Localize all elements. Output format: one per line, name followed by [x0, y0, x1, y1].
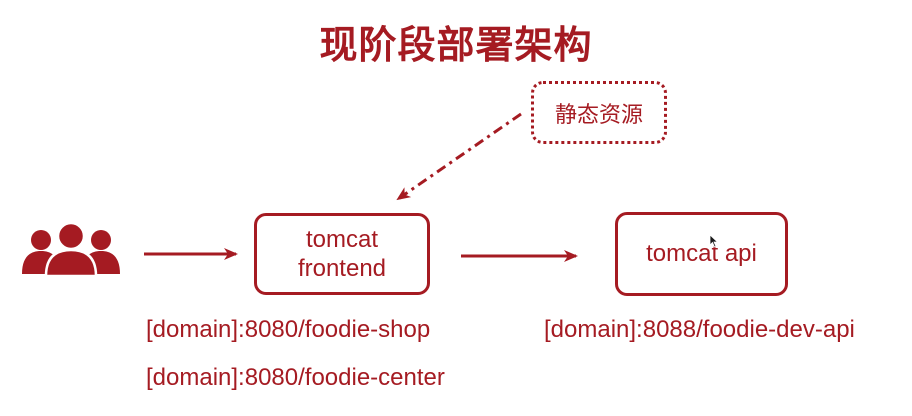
tomcat-frontend-node: tomcat frontend: [254, 213, 430, 295]
api-label: tomcat api: [646, 240, 757, 267]
users-group-icon: [22, 222, 120, 276]
frontend-label-line2: frontend: [297, 255, 387, 282]
frontend-center-url: [domain]:8080/foodie-center: [146, 364, 445, 391]
frontend-label-line1: tomcat: [305, 226, 379, 253]
arrow-static-to-frontend: [396, 112, 522, 201]
static-resource-label: 静态资源: [554, 102, 643, 128]
tomcat-api-node: tomcat api: [615, 212, 788, 296]
frontend-shop-url: [domain]:8080/foodie-shop: [146, 316, 431, 343]
api-url: [domain]:8088/foodie-dev-api: [544, 316, 855, 343]
mouse-pointer-icon: [709, 234, 719, 248]
diagram-title: 现阶段部署架构: [319, 23, 593, 67]
static-resource-node: 静态资源: [531, 81, 667, 144]
